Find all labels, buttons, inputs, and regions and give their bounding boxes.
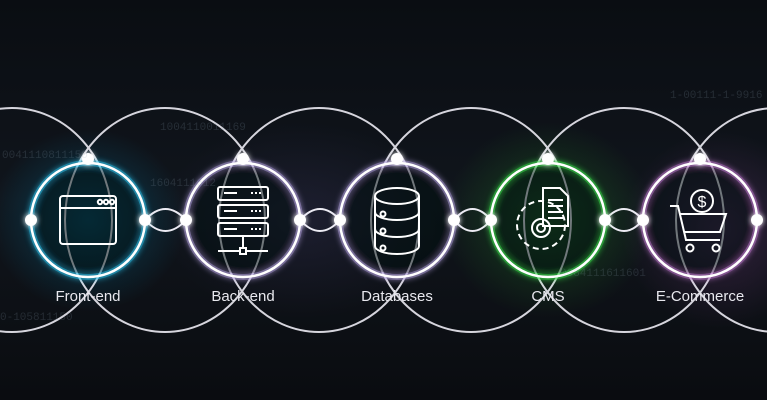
node-cms bbox=[485, 153, 611, 280]
dollar-symbol: $ bbox=[698, 194, 707, 211]
node-e-commerce: $ bbox=[637, 153, 763, 280]
connector-dot bbox=[139, 214, 151, 226]
connector-dot bbox=[294, 214, 306, 226]
connector-dot bbox=[82, 153, 94, 165]
database-icon bbox=[374, 187, 420, 255]
connector-dot bbox=[637, 214, 649, 226]
node-back-end bbox=[180, 153, 306, 280]
connector-dot bbox=[485, 214, 497, 226]
label-databases: Databases bbox=[361, 288, 433, 305]
connector-dot bbox=[391, 153, 403, 165]
connector-dot bbox=[448, 214, 460, 226]
connector-dot bbox=[599, 214, 611, 226]
node-databases bbox=[334, 153, 460, 280]
connector-dot bbox=[237, 153, 249, 165]
shopping-cart-dollar-icon: $ bbox=[670, 189, 728, 253]
lens-connector bbox=[144, 208, 188, 232]
connector-dot bbox=[180, 214, 192, 226]
connector-dot bbox=[25, 214, 37, 226]
label-back-end: Back-end bbox=[211, 288, 275, 305]
connector-dot bbox=[751, 214, 763, 226]
label-e-commerce: E-Commerce bbox=[655, 288, 745, 305]
label-front-end: Front-end bbox=[55, 288, 121, 305]
node-front-end bbox=[25, 153, 151, 280]
label-cms: CMS bbox=[531, 288, 565, 305]
server-icon bbox=[217, 186, 269, 255]
connector-dot bbox=[542, 153, 554, 165]
connector-dot bbox=[334, 214, 346, 226]
document-gear-icon bbox=[516, 187, 569, 250]
connector-dot bbox=[694, 153, 706, 165]
browser-window-icon bbox=[59, 195, 117, 245]
